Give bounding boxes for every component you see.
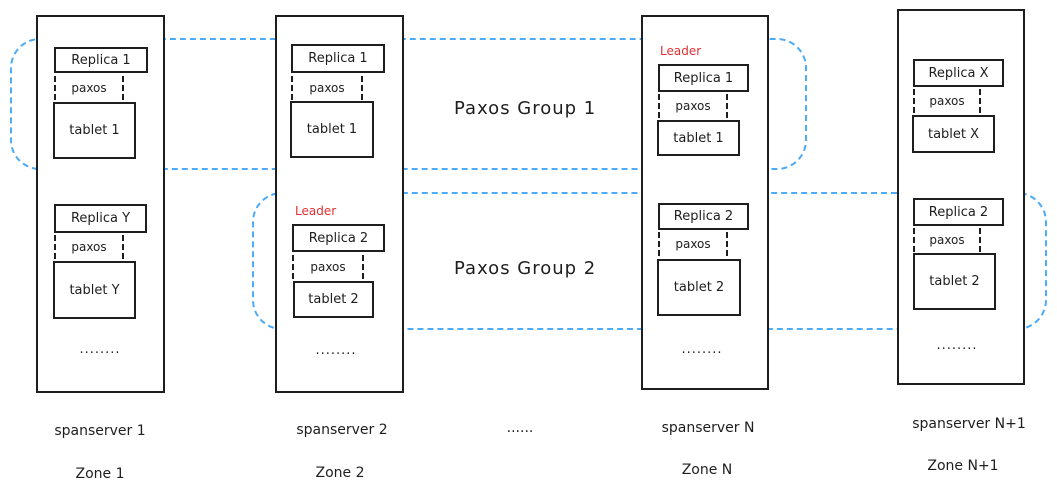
paxos-connector: paxos (913, 89, 981, 113)
tablet-box: tablet Y (53, 261, 136, 319)
zone-1-label: Zone 1 (75, 466, 125, 482)
spanserver-n-plus-1-label: spanserver N+1 (912, 416, 1026, 432)
more-indicator: ........ (315, 343, 357, 358)
paxos-connector: paxos (292, 255, 364, 279)
spanserver-n-label: spanserver N (661, 420, 755, 436)
paxos-group-1-outline (10, 38, 807, 170)
paxos-connector: paxos (291, 76, 363, 100)
tablet-box: tablet 1 (657, 120, 740, 156)
replica-box: Replica 2 (913, 198, 1004, 226)
more-indicator: ........ (79, 342, 121, 357)
more-indicator: ........ (681, 342, 723, 357)
paxos-group-2-label: Paxos Group 2 (454, 258, 597, 279)
replica-box: Replica 1 (658, 64, 749, 92)
paxos-connector: paxos (658, 94, 728, 118)
paxos-connector: paxos (658, 232, 728, 256)
paxos-connector: paxos (54, 235, 124, 259)
zone-2-label: Zone 2 (315, 465, 365, 481)
replica-box: Replica 2 (292, 224, 385, 252)
paxos-connector: paxos (54, 76, 124, 100)
spanserver-1-label: spanserver 1 (54, 423, 146, 439)
zone-n-label: Zone N (681, 462, 733, 478)
tablet-box: tablet 1 (290, 101, 374, 158)
between-servers-ellipsis: ...... (506, 420, 534, 436)
tablet-box: tablet 2 (293, 281, 374, 318)
replica-box: Replica X (913, 59, 1004, 87)
leader-label: Leader (295, 204, 337, 218)
replica-box: Replica 2 (658, 203, 749, 230)
tablet-box: tablet 2 (657, 259, 741, 316)
more-indicator: ........ (936, 338, 978, 353)
paxos-group-1-label: Paxos Group 1 (454, 98, 597, 119)
spanserver-2-column (275, 15, 404, 393)
spanserver-2-label: spanserver 2 (296, 422, 388, 438)
leader-label: Leader (660, 44, 702, 58)
tablet-box: tablet 2 (913, 253, 996, 310)
zone-n-plus-1-label: Zone N+1 (927, 458, 999, 474)
tablet-box: tablet X (912, 115, 995, 153)
replica-box: Replica Y (54, 204, 147, 233)
paxos-connector: paxos (913, 228, 981, 252)
replica-box: Replica 1 (54, 47, 148, 73)
tablet-box: tablet 1 (53, 102, 136, 159)
replica-box: Replica 1 (291, 44, 385, 73)
